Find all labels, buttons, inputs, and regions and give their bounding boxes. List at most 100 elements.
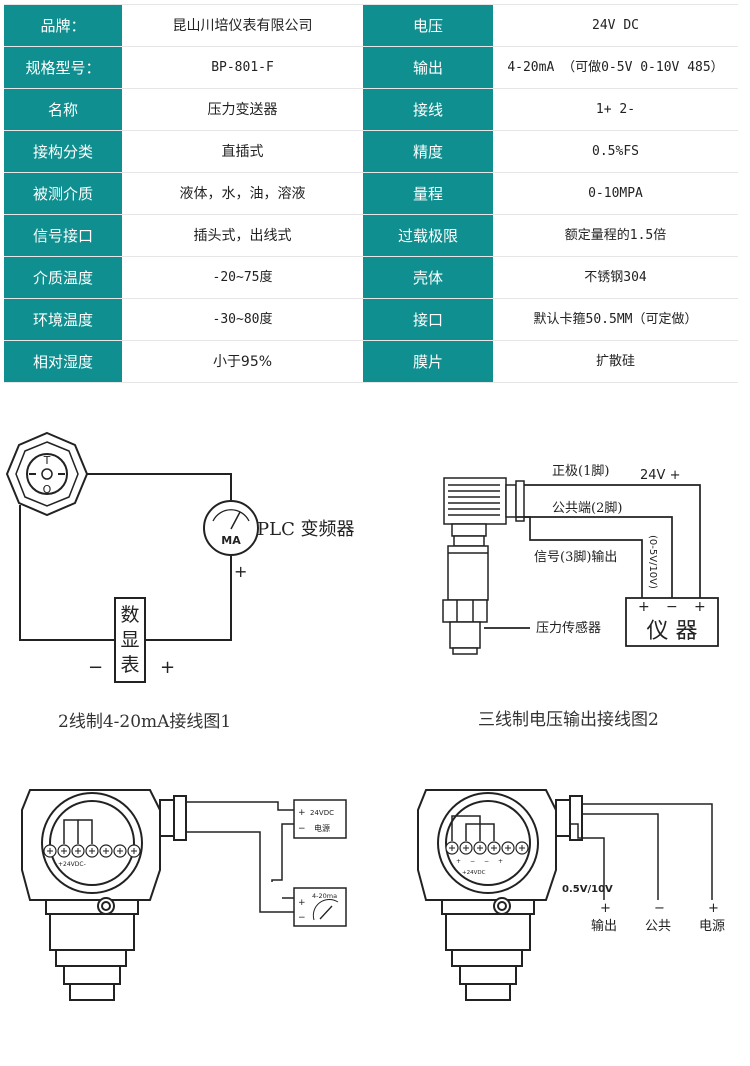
display-char-3: 表 [120, 654, 139, 676]
board-label: +24VDC- [58, 861, 86, 868]
diagram-2wire: T O MA PLC 变频器 + 数 显 表 − + [0, 430, 380, 700]
pressure-sensor-icon [442, 477, 525, 655]
spec-value: 液体，水，油，溶液 [122, 173, 363, 214]
power-label: 电源 [699, 919, 725, 934]
common-minus: − [654, 901, 665, 916]
spec-label: 输出 [363, 47, 493, 88]
spec-value: 压力变送器 [122, 89, 363, 130]
diagram3-svg: +24VDC- + 24VDC − 电源 4-20ma + − [21, 789, 347, 1001]
diagram-transmitter-2wire: +24VDC- + 24VDC − 电源 4-20ma + − [20, 780, 360, 1020]
spec-value: 直插式 [122, 131, 363, 172]
current-meter-plus: + [298, 898, 306, 908]
output-label: 输出 [591, 918, 617, 934]
spec-label: 相对湿度 [4, 341, 122, 382]
meter-plus: + [234, 562, 247, 581]
spec-value: 扩散硅 [493, 341, 738, 382]
ma-meter-label: MA [221, 534, 241, 547]
spec-label: 品牌： [4, 5, 122, 46]
spec-label: 被测介质 [4, 173, 122, 214]
plc-label: PLC 变频器 [257, 519, 355, 540]
terminal-sign-3: − [484, 858, 489, 865]
spec-label: 接线 [363, 89, 493, 130]
terminal-crosses [47, 848, 137, 854]
spec-label: 接口 [363, 299, 493, 340]
display-char-2: 显 [120, 629, 139, 651]
pin1-voltage: 24V + [640, 468, 680, 483]
spec-label: 量程 [363, 173, 493, 214]
diagram-transmitter-3wire: + − − + +24VDC 0.5V/10V + − + 输出 公共 电源 [412, 780, 742, 1020]
display-minus: − [88, 657, 103, 678]
supply-label: 电源 [314, 823, 330, 833]
spec-value: 4-20mA （可做0-5V 0-10V 485） [493, 47, 738, 88]
common-label: 公共 [645, 919, 671, 934]
spec-label: 壳体 [363, 257, 493, 298]
spec-label: 环境温度 [4, 299, 122, 340]
spec-value: -20~75度 [122, 257, 363, 298]
spec-label: 名称 [4, 89, 122, 130]
spec-value: BP-801-F [122, 47, 363, 88]
range-label-2: 0.5V/10V [562, 884, 613, 895]
spec-value: 小于95% [122, 341, 363, 382]
connector-icon: T O [5, 431, 89, 517]
digital-display-icon: 数 显 表 [114, 597, 146, 683]
spec-row: 环境温度-30~80度接口默认卡箍50.5MM（可定做） [4, 299, 738, 341]
spec-value: -30~80度 [122, 299, 363, 340]
spec-value: 0.5%FS [493, 131, 738, 172]
diagram1-caption: 2线制4-20mA接线图1 [58, 712, 232, 732]
spec-value: 额定量程的1.5倍 [493, 215, 738, 256]
spec-label: 过载极限 [363, 215, 493, 256]
spec-label: 电压 [363, 5, 493, 46]
transmitter-housing-icon-2 [417, 789, 583, 1001]
diagram2-caption: 三线制电压输出接线图2 [478, 710, 659, 730]
terminal-1: + [638, 599, 650, 615]
terminal-sign-2: − [470, 858, 475, 865]
display-char-1: 数 [120, 604, 139, 626]
spec-label: 接构分类 [4, 131, 122, 172]
spec-label: 信号接口 [4, 215, 122, 256]
spec-label: 精度 [363, 131, 493, 172]
terminal-3: + [694, 599, 706, 615]
pin2-label: 公共端(2脚) [552, 500, 622, 516]
spec-label: 规格型号： [4, 47, 122, 88]
terminal-crosses-2 [449, 845, 525, 851]
display-plus: + [160, 657, 175, 678]
pin3-label: 信号(3脚)输出 [534, 549, 617, 565]
current-meter-icon: 4-20ma + − [293, 887, 347, 927]
output-plus: + [600, 901, 611, 916]
spec-row: 介质温度-20~75度壳体不锈钢304 [4, 257, 738, 299]
board-label-2: +24VDC [462, 870, 486, 876]
diagram-3wire-svg: 正极(1脚) 24V + 公共端(2脚) 信号(3脚)输出 (0-5V/10V)… [442, 463, 719, 655]
diagram2-wires [484, 484, 701, 629]
spec-label: 膜片 [363, 341, 493, 382]
supply-plus: + [298, 808, 306, 818]
current-meter-label: 4-20ma [312, 892, 337, 900]
diagram-2wire-svg: T O MA PLC 变频器 + 数 显 表 − + [5, 431, 355, 683]
connector-top-letter: T [43, 454, 51, 467]
spec-value: 昆山川培仪表有限公司 [122, 5, 363, 46]
spec-value: 0-10MPA [493, 173, 738, 214]
spec-value: 默认卡箍50.5MM（可定做） [493, 299, 738, 340]
spec-value: 1+ 2- [493, 89, 738, 130]
diagram4-svg: + − − + +24VDC 0.5V/10V + − + 输出 公共 电源 [417, 789, 725, 1001]
terminal-sign-4: + [498, 858, 503, 865]
pin1-label: 正极(1脚) [552, 463, 609, 479]
diagram-3wire: 正极(1脚) 24V + 公共端(2脚) 信号(3脚)输出 (0-5V/10V)… [410, 455, 740, 670]
power-supply-box: + 24VDC − 电源 [293, 799, 347, 839]
spec-label: 介质温度 [4, 257, 122, 298]
terminal-sign-1: + [456, 858, 461, 865]
terminal-2: − [666, 599, 678, 615]
current-meter-minus: − [298, 913, 306, 923]
supply-voltage: 24VDC [310, 809, 334, 817]
power-plus: + [708, 901, 719, 916]
sensor-label: 压力传感器 [536, 620, 601, 636]
spec-value: 不锈钢304 [493, 257, 738, 298]
instrument-label: 仪 器 [647, 619, 698, 644]
spec-row: 信号接口插头式，出线式过载极限额定量程的1.5倍 [4, 215, 738, 257]
diagram1-wires [19, 473, 232, 641]
diagram4-wires [451, 803, 713, 900]
